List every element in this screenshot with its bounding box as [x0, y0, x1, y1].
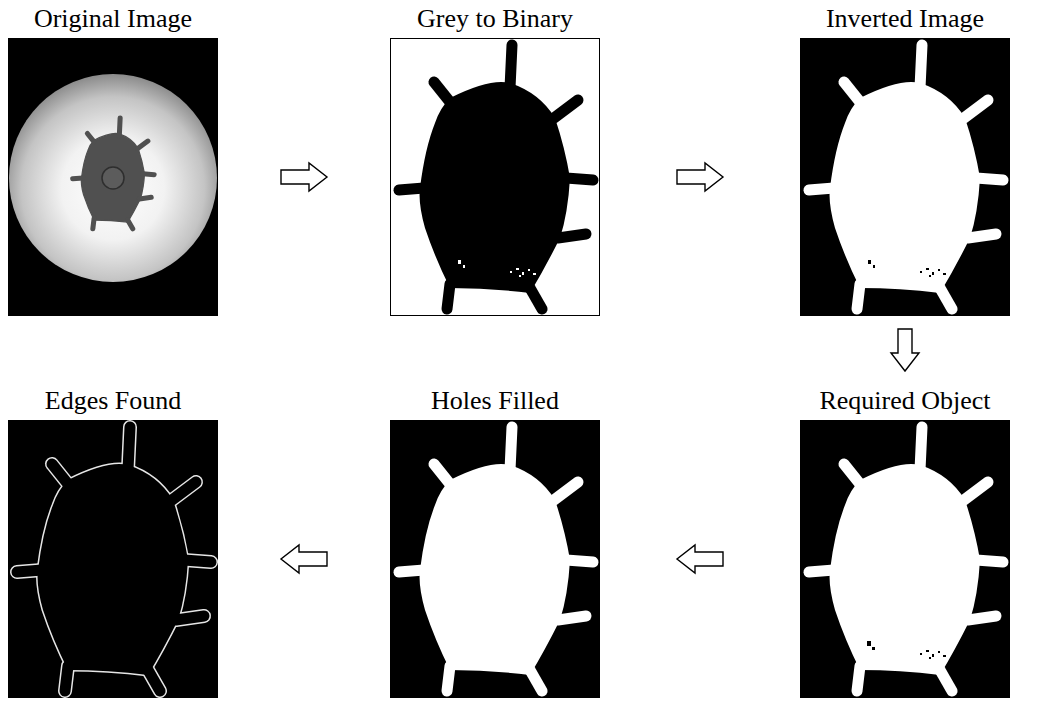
edges-image	[8, 420, 218, 698]
image-ground	[800, 420, 1010, 698]
panel-title: Original Image	[8, 2, 218, 36]
lit-disc	[9, 74, 217, 282]
image-panel: Original Image	[8, 2, 218, 316]
image-frame	[391, 39, 600, 316]
binary-image	[390, 38, 600, 316]
filled-image	[390, 420, 600, 698]
flow-arrow	[281, 545, 327, 573]
droplet-shape	[809, 45, 1003, 309]
edge-outline	[17, 427, 211, 691]
object-image	[800, 420, 1010, 698]
droplet-shape	[73, 118, 154, 229]
panel-title: Required Object	[800, 384, 1010, 418]
droplet-shape	[399, 427, 593, 691]
image-ground	[800, 38, 1010, 316]
edge-interior	[17, 427, 211, 691]
image-panel: Holes Filled	[390, 384, 600, 698]
droplet-shape	[809, 427, 1003, 691]
image-panel: Edges Found	[8, 384, 218, 698]
flow-arrow	[281, 163, 327, 191]
panel-title: Edges Found	[8, 384, 218, 418]
image-panel: Inverted Image	[800, 2, 1010, 316]
flow-arrow	[677, 163, 723, 191]
panel-title: Holes Filled	[390, 384, 600, 418]
noise-specks	[458, 260, 536, 277]
inverted-image	[800, 38, 1010, 316]
panel-title: Grey to Binary	[390, 2, 600, 36]
image-ground	[8, 420, 218, 698]
image-ground	[390, 420, 600, 698]
image-panel: Grey to Binary	[390, 2, 600, 316]
original-photo	[8, 38, 218, 316]
image-panel: Required Object	[800, 384, 1010, 698]
noise-specks	[867, 641, 946, 659]
noise-specks	[868, 260, 946, 277]
panel-title: Inverted Image	[800, 2, 1010, 36]
flow-arrow	[891, 329, 919, 371]
photo-ground	[8, 38, 218, 316]
droplet-core	[102, 167, 124, 189]
flow-arrow	[677, 545, 723, 573]
droplet-shape	[399, 45, 593, 309]
